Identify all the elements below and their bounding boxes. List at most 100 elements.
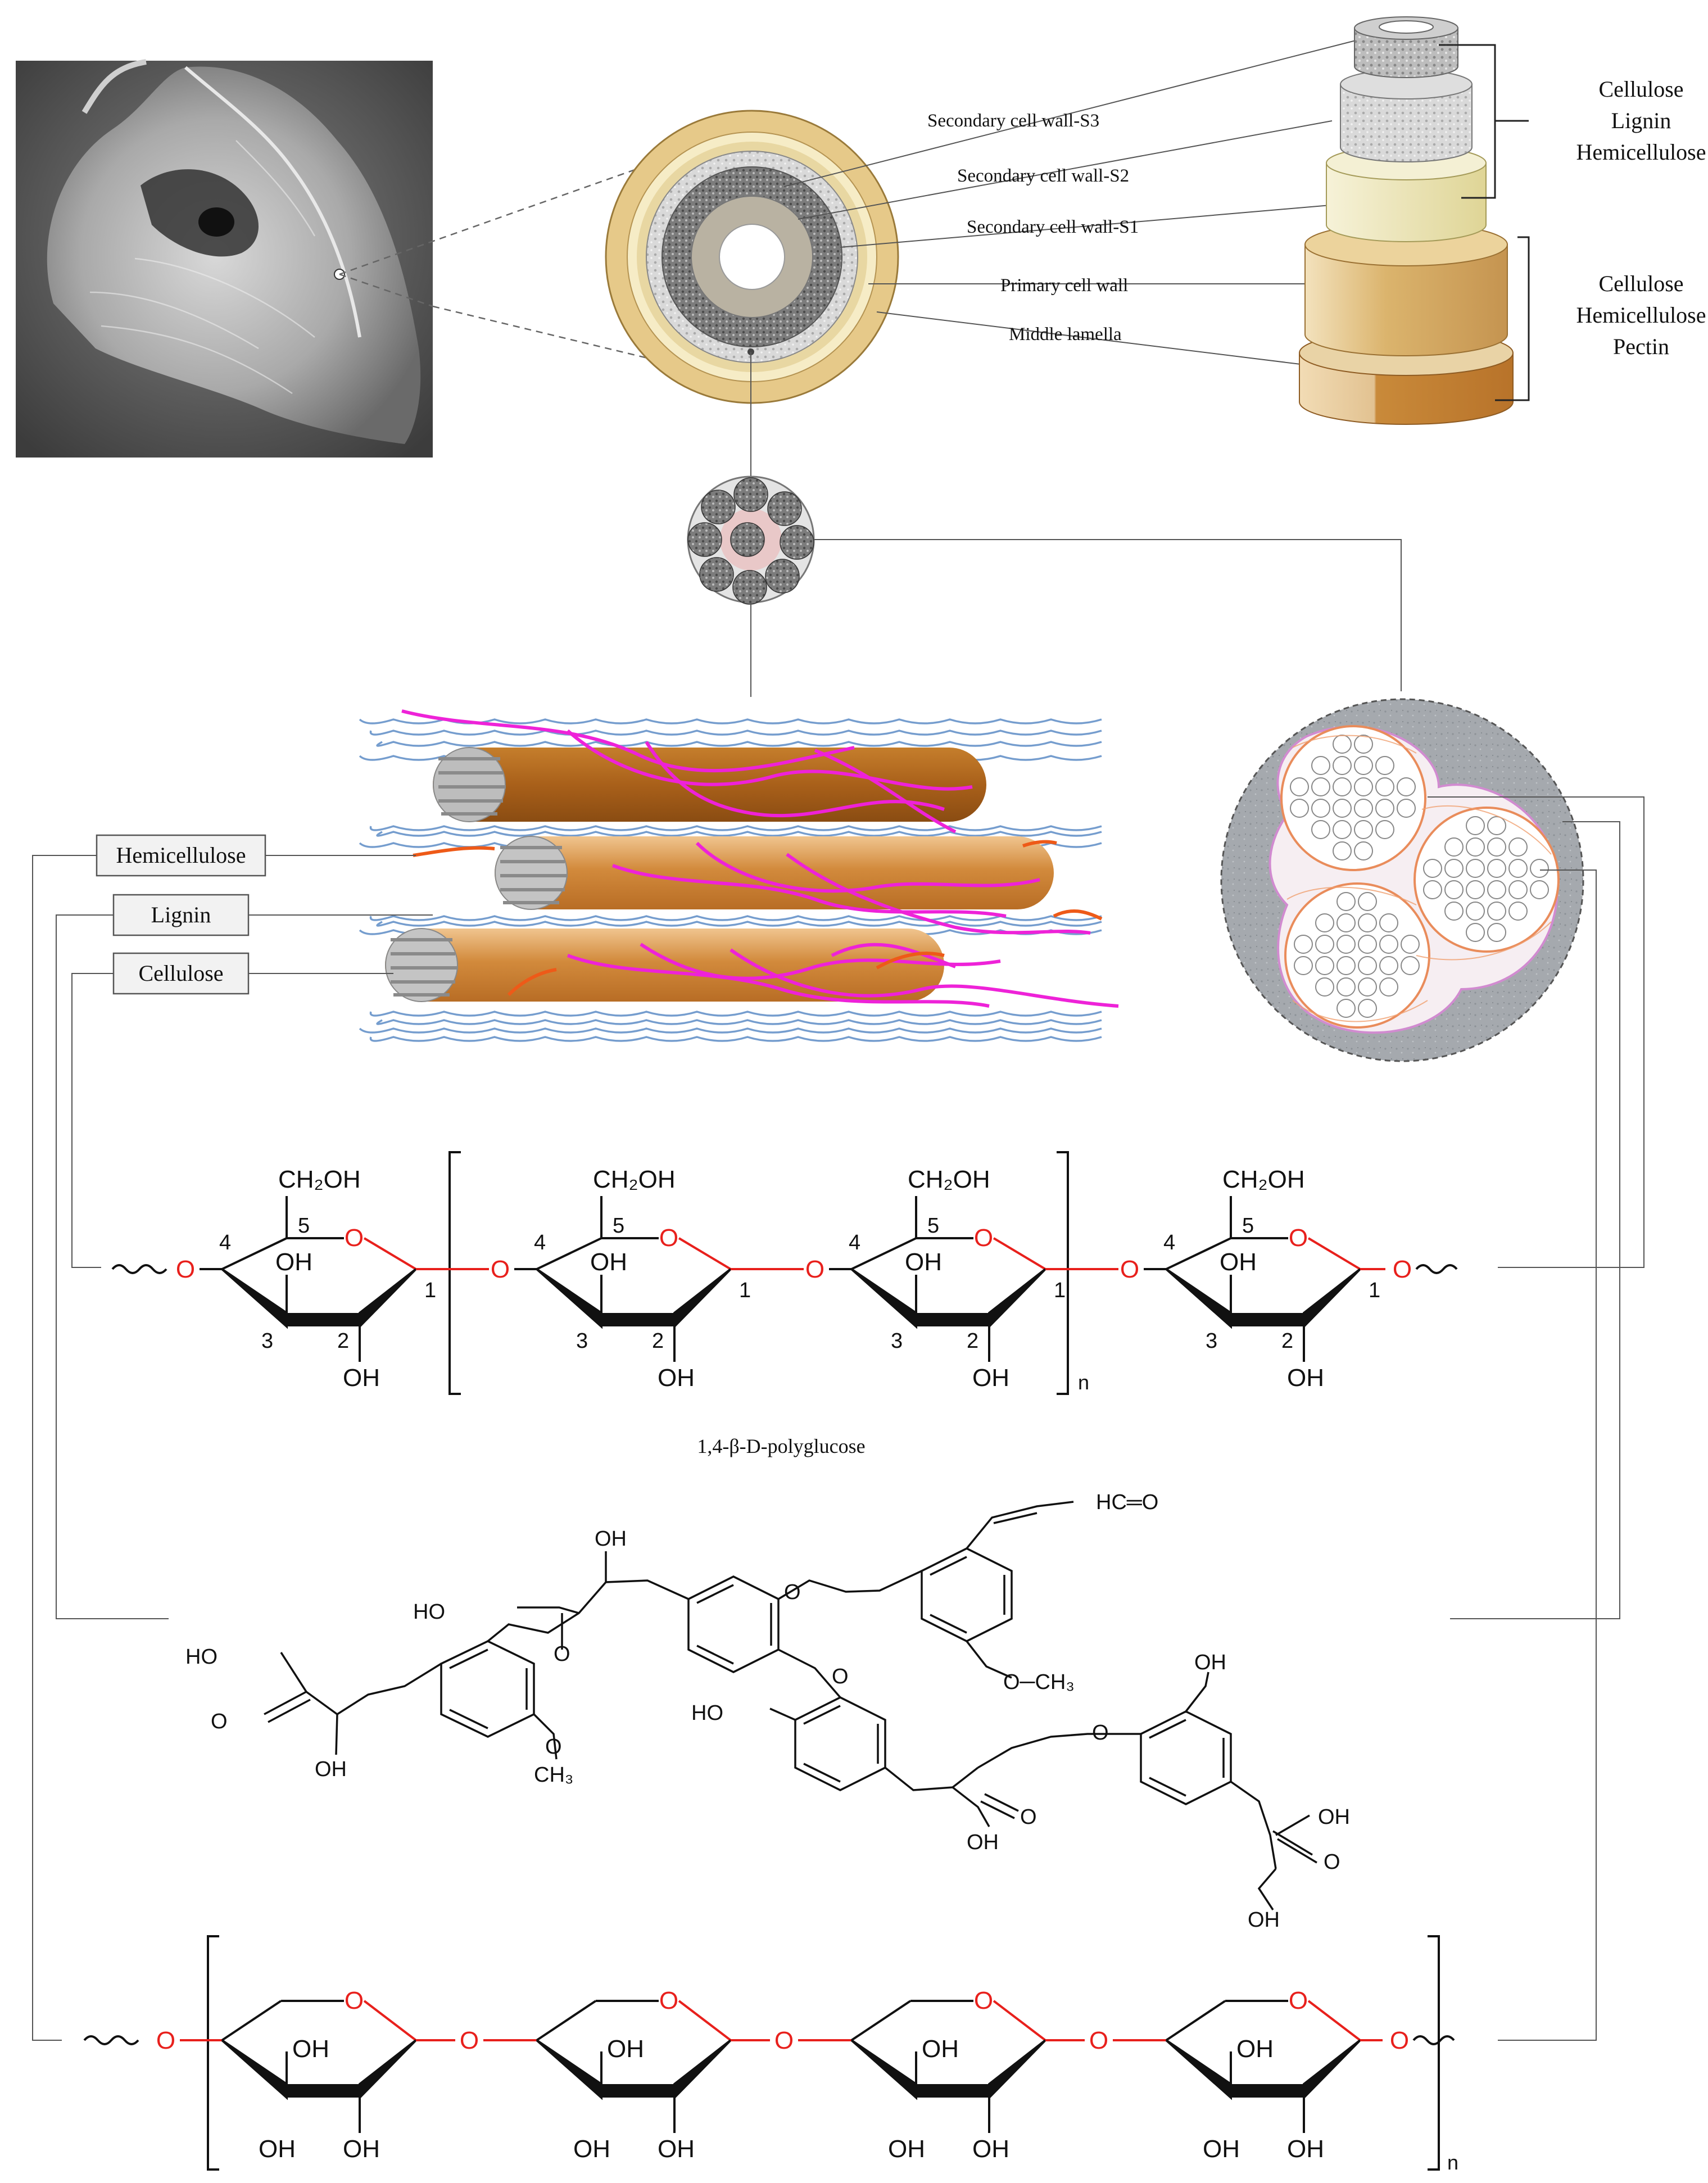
- microfibril-strand: [1358, 935, 1377, 954]
- bond-c4-c5: [221, 2000, 282, 2041]
- microfibril-bottom: [1284, 882, 1430, 1029]
- microfibril-strand: [1290, 799, 1309, 818]
- microfibril-strand: [1487, 859, 1506, 878]
- microfibril-strand: [1315, 913, 1334, 932]
- microfibril-strand: [1337, 913, 1356, 932]
- lignin-oh-2: OH: [315, 1758, 347, 1781]
- microfibril-strand: [1466, 880, 1485, 899]
- ring-oxygen: O: [1289, 1224, 1308, 1252]
- microfibril-strand: [1337, 999, 1356, 1018]
- bond-o-c1: [1307, 1237, 1361, 1270]
- label-s2: Secondary cell wall-S2: [957, 166, 1129, 186]
- glycosidic-oxygen: O: [1089, 2027, 1108, 2054]
- ch2oh-group: CH₂OH: [593, 1166, 676, 1193]
- lignin-ring-c: [921, 1547, 1013, 1642]
- xylose-ring: [221, 2000, 537, 2133]
- lignin-ether-4: O: [1092, 1721, 1109, 1745]
- secondary-comp-1: Cellulose: [1598, 76, 1683, 102]
- lignin-carbonyl-2: O: [1020, 1805, 1037, 1829]
- microfibril-strand: [1508, 902, 1528, 921]
- microfibril-strand: [1354, 820, 1373, 839]
- xylose-ring: [850, 2000, 1166, 2133]
- c2-oh-group: OH: [658, 1364, 695, 1392]
- microfibril-strand: [1358, 999, 1377, 1018]
- cellulose-fiber-2: [495, 836, 1054, 909]
- microfibril-strand: [1311, 799, 1330, 818]
- primary-comp-1: Cellulose: [1598, 271, 1683, 296]
- microfibril-strand: [1294, 956, 1313, 975]
- glucose-ring: [1144, 1196, 1385, 1362]
- ring-oxygen: O: [974, 1987, 993, 2014]
- bold-c2-c3: [1231, 2084, 1304, 2098]
- c3-oh-group: OH: [1220, 1248, 1257, 1276]
- composition-brackets: [1439, 44, 1530, 401]
- bond-c4-c5: [851, 1237, 917, 1270]
- carbon-2: 2: [1281, 1329, 1293, 1353]
- red-link-strands: [413, 840, 1103, 997]
- chain-continuation-right: [1415, 1264, 1458, 1274]
- wall-layer-cylinders: [1299, 16, 1514, 425]
- c2-oh-group: OH: [972, 2135, 1009, 2163]
- c3-oh-group: OH: [607, 2035, 644, 2063]
- glycosidic-oxygen: O: [805, 1256, 824, 1283]
- c2-oh-group-alt: OH: [1203, 2135, 1240, 2163]
- repeat-bracket: [448, 1151, 1069, 1395]
- chain-continuation-right: [1412, 2035, 1455, 2045]
- label-primary: Primary cell wall: [1000, 275, 1128, 296]
- carbon-3: 3: [576, 1329, 588, 1353]
- glycosidic-oxygen: O: [774, 2027, 794, 2054]
- lignin-label: Lignin: [151, 902, 211, 927]
- bold-c2-c3: [601, 1313, 674, 1326]
- microfibril-strand: [1354, 799, 1373, 818]
- carbon-3: 3: [891, 1329, 903, 1353]
- hemicellulose-strand: [376, 1019, 1102, 1025]
- microfibril-strand: [1466, 816, 1485, 835]
- microfibril-right: [1413, 807, 1560, 953]
- c3-oh-group: OH: [922, 2035, 959, 2063]
- lignin-oh-6: OH: [1248, 1908, 1280, 1932]
- lignin-ether-1: O: [554, 1642, 570, 1666]
- lignin-strand: [401, 709, 855, 773]
- right-bracket: [1057, 1151, 1069, 1395]
- fiber-bundle-illustration: [359, 709, 1119, 1042]
- hemicellulose-label: Hemicellulose: [116, 843, 246, 868]
- lignin-strand: [611, 864, 1007, 918]
- chain-continuation-left: [83, 2035, 139, 2045]
- lignin-strand: [645, 741, 945, 818]
- microfibril-strand: [1487, 902, 1506, 921]
- lignin-aldehyde: HC═O: [1096, 1491, 1158, 1514]
- c2-oh-group: OH: [343, 1364, 380, 1392]
- microfibril-strand: [1294, 935, 1313, 954]
- lignin-strand: [814, 749, 957, 834]
- microfibril-strand: [1333, 756, 1352, 775]
- microfibril-strand: [1354, 756, 1373, 775]
- bond-o-c1: [993, 1237, 1046, 1270]
- glucose-ring: [829, 1196, 1118, 1362]
- hemicellulose-strand: [369, 1011, 1102, 1017]
- microfibril-strand: [1290, 777, 1309, 796]
- wall-layer-labels: Secondary cell wall-S3 Secondary cell wa…: [927, 111, 1139, 345]
- label-s3: Secondary cell wall-S3: [927, 111, 1099, 131]
- c2-oh-group-alt: OH: [888, 2135, 925, 2163]
- lignin-ring-e: [1140, 1710, 1232, 1805]
- start-oxygen: O: [156, 2027, 175, 2054]
- bond-c4-c5: [536, 1237, 602, 1270]
- cellulose-label: Cellulose: [138, 961, 223, 986]
- primary-comp-2: Hemicellulose: [1576, 302, 1706, 328]
- microfibril-cross-section: [1220, 698, 1584, 1062]
- glucose-ring: [514, 1196, 804, 1362]
- bond-o-c1: [678, 2000, 732, 2041]
- hemicellulose-strand: [376, 831, 1102, 837]
- microfibril-leader-lines: [1428, 796, 1644, 2041]
- bold-c2-c3: [601, 2084, 674, 2098]
- microfibril-strand: [1354, 735, 1373, 754]
- microfibril-strand: [1333, 735, 1352, 754]
- wedge-c1-c2: [1303, 2039, 1361, 2100]
- microfibril-strand: [1444, 837, 1464, 857]
- hemicellulose-strand: [369, 730, 1102, 736]
- microfibril-strand: [1358, 913, 1377, 932]
- component-leader-lines: [32, 855, 433, 2041]
- microfibril-strand: [1315, 956, 1334, 975]
- wedge-c3-c4: [1165, 2039, 1232, 2100]
- bond-o-c1: [363, 2000, 417, 2041]
